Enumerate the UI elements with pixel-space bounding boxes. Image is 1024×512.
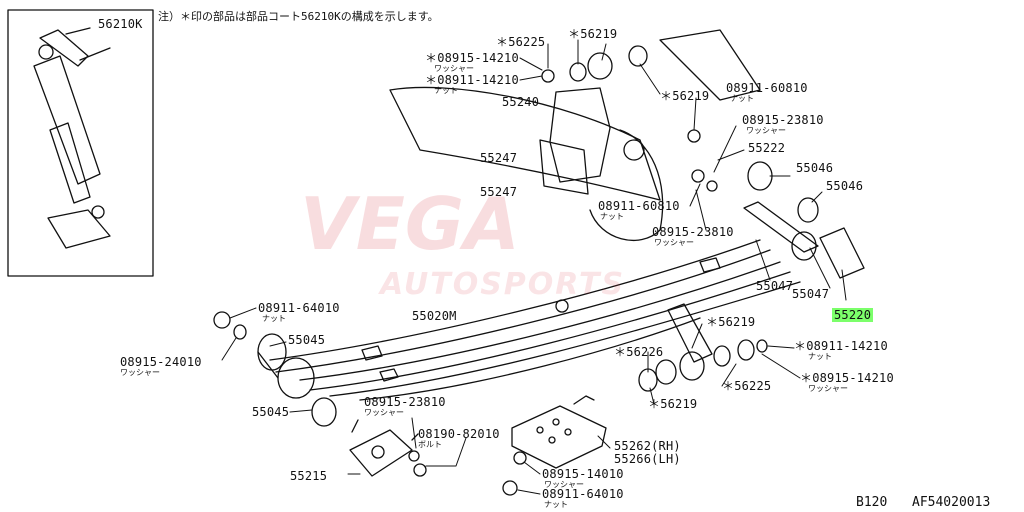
part-sublabel: ナット [544, 500, 568, 509]
part-label: 08911-60810 [598, 199, 680, 213]
part-sublabel: ナット [730, 94, 754, 103]
part-label-highlighted: 55220 [832, 308, 874, 322]
watermark-subtitle: AUTOSPORTS [380, 267, 626, 302]
part-label: 08911-64010 [542, 487, 624, 501]
part-label: ＊08915-14210 [800, 371, 894, 385]
highlighted-part-number: 55220 [832, 308, 874, 322]
part-sublabel: ナット [808, 352, 832, 361]
part-sublabel: ワッシャー [746, 126, 786, 135]
part-sublabel: ボルト [418, 440, 442, 449]
part-label: 08190-82010 [418, 427, 500, 441]
axle-housing [389, 29, 761, 242]
part-label: 55262(RH) [614, 439, 681, 453]
figure-reference: B120 [856, 495, 888, 510]
part-label: 08915-23810 [652, 225, 734, 239]
part-label: ＊56225 [722, 379, 772, 393]
part-label: 55045 [252, 405, 290, 419]
part-label: ＊56219 [648, 397, 698, 411]
part-label: ＊56219 [706, 315, 756, 329]
part-label: ＊08911-14210 [425, 73, 519, 87]
leader-lines [221, 39, 847, 495]
part-label: 08915-24010 [120, 355, 202, 369]
part-label: ＊56226 [614, 345, 664, 359]
part-label: 55047 [756, 279, 794, 293]
part-label: 08915-14010 [542, 467, 624, 481]
part-label: ＊08911-14210 [794, 339, 888, 353]
part-label: ＊56219 [660, 89, 710, 103]
part-label: 08911-60810 [726, 81, 808, 95]
part-label: 55046 [826, 179, 864, 193]
inset-part-label: 56210K [98, 17, 143, 31]
spring-seat-plate [511, 395, 607, 469]
inset-shock-absorber [7, 9, 154, 277]
part-label: 55047 [792, 287, 830, 301]
part-sublabel: ワッシャー [120, 368, 160, 377]
part-label: ＊56219 [568, 27, 618, 41]
watermark-logo: VEGA [300, 182, 520, 266]
part-sublabel: ワッシャー [364, 408, 404, 417]
diagram-code: AF54020013 [912, 495, 991, 510]
leaf-spring [269, 239, 801, 401]
part-sublabel: ワッシャー [434, 64, 474, 73]
part-label: ＊08915-14210 [425, 51, 519, 65]
part-label: 08915-23810 [364, 395, 446, 409]
part-label: 55247 [480, 151, 518, 165]
part-label: ＊56225 [496, 35, 546, 49]
header-note: 注）＊印の部品は部品コート56210Kの構成を示します。 [158, 10, 439, 23]
part-label: 08911-64010 [258, 301, 340, 315]
part-label: 55240 [502, 95, 540, 109]
part-label: 55222 [748, 141, 786, 155]
front-eye-bushing [257, 333, 337, 427]
part-label: 08915-23810 [742, 113, 824, 127]
front-hanger-bracket [349, 419, 419, 477]
part-sublabel: ナット [434, 86, 458, 95]
part-sublabel: ワッシャー [808, 384, 848, 393]
part-label: 55045 [288, 333, 326, 347]
part-label: 55247 [480, 185, 518, 199]
part-sublabel: ワッシャー [544, 480, 584, 489]
part-label: 55266(LH) [614, 452, 681, 466]
part-label: 55046 [796, 161, 834, 175]
part-sublabel: ナット [600, 212, 624, 221]
part-sublabel: ナット [262, 314, 286, 323]
part-label: 55020M [412, 309, 457, 323]
part-label: 55215 [290, 469, 328, 483]
part-sublabel: ワッシャー [654, 238, 694, 247]
